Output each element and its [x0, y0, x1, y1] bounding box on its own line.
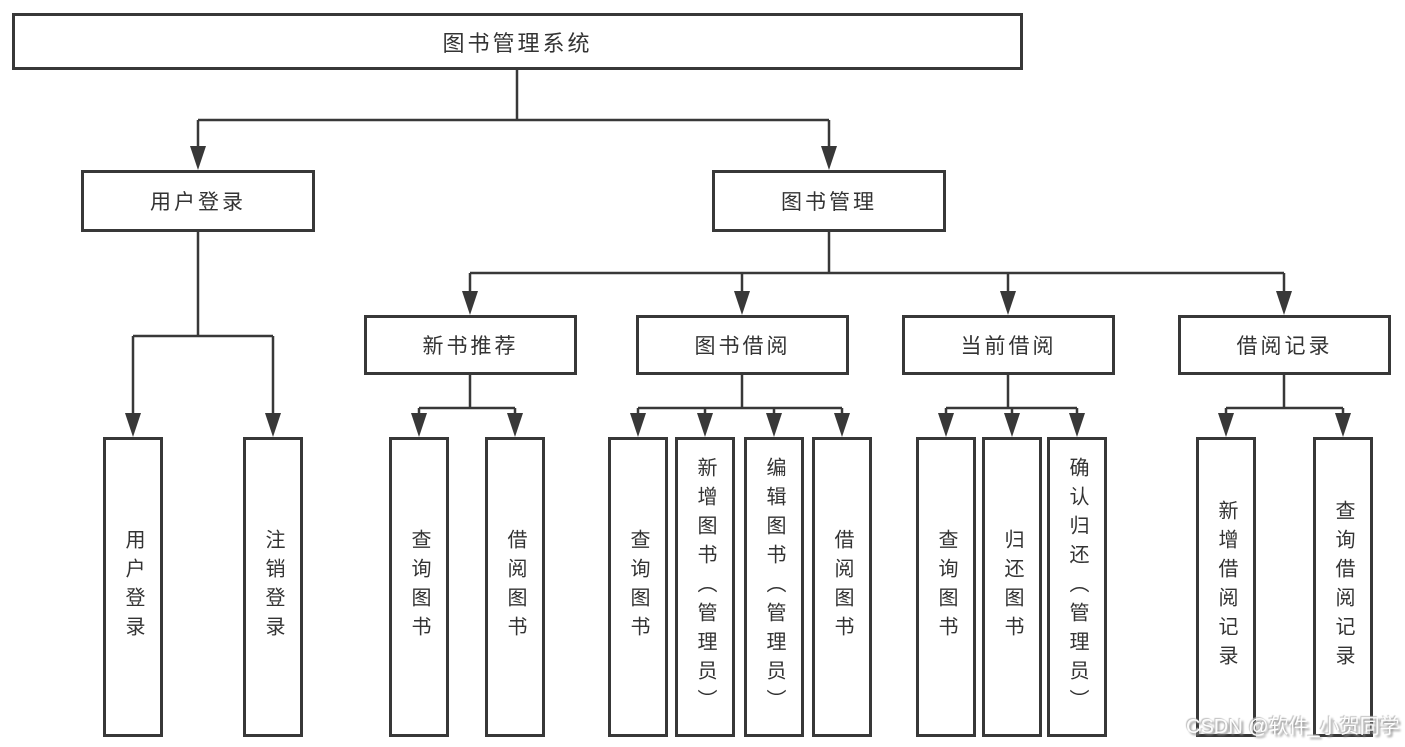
node-user-login: 用户登录: [81, 170, 315, 232]
node-leaf-query-books-1: 查询图书: [389, 437, 449, 737]
node-leaf-query-books-3: 查询图书: [916, 437, 976, 737]
node-leaf-confirm-return-admin: 确认归还（管理员）: [1047, 437, 1107, 737]
node-leaf-query-borrow-record: 查询借阅记录: [1313, 437, 1373, 737]
node-book-borrow: 图书借阅: [636, 315, 849, 375]
node-leaf-query-books-2: 查询图书: [608, 437, 668, 737]
node-leaf-borrow-books-2: 借阅图书: [812, 437, 872, 737]
node-library-management-system: 图书管理系统: [12, 13, 1023, 70]
node-new-book-recommend: 新书推荐: [364, 315, 577, 375]
node-leaf-add-borrow-record: 新增借阅记录: [1196, 437, 1256, 737]
node-leaf-return-books: 归还图书: [982, 437, 1042, 737]
csdn-watermark: CSDN @软件_小贺同学: [1186, 716, 1400, 738]
node-leaf-edit-book-admin: 编辑图书（管理员）: [744, 437, 804, 737]
node-book-management: 图书管理: [712, 170, 946, 232]
node-leaf-borrow-books-1: 借阅图书: [485, 437, 545, 737]
node-leaf-user-login: 用户登录: [103, 437, 163, 737]
node-borrow-records: 借阅记录: [1178, 315, 1391, 375]
node-leaf-logout: 注销登录: [243, 437, 303, 737]
node-current-borrow: 当前借阅: [902, 315, 1115, 375]
node-leaf-add-book-admin: 新增图书（管理员）: [675, 437, 735, 737]
